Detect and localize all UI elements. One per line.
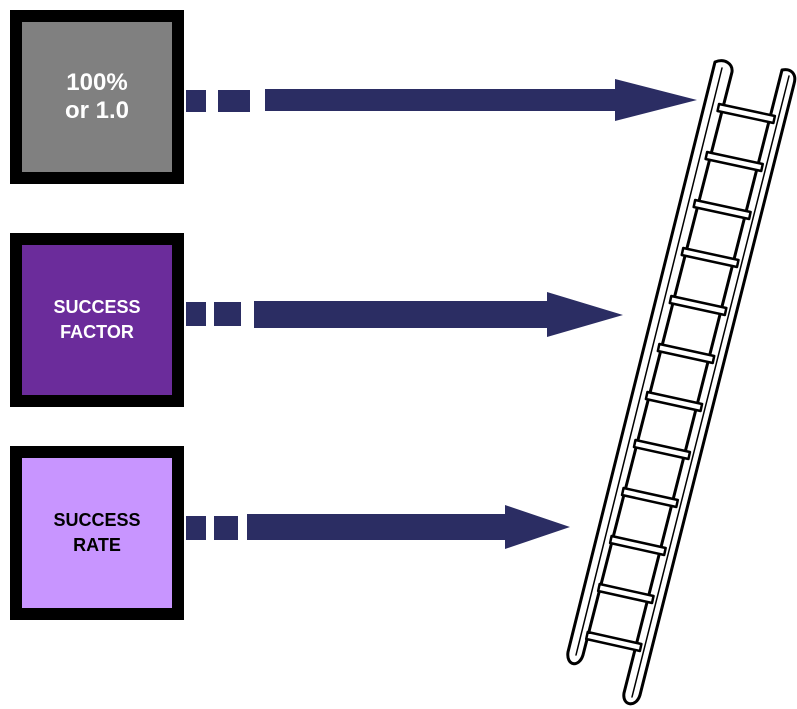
box-success-rate: SUCCESS RATE bbox=[10, 446, 184, 620]
ladder-left-rail-inner bbox=[575, 67, 723, 656]
ladder-right-rail bbox=[622, 68, 797, 706]
ladder-rung bbox=[656, 342, 716, 365]
box-success-factor-label: SUCCESS FACTOR bbox=[53, 297, 141, 342]
arrow-top-icon bbox=[186, 79, 697, 121]
ladder-rung bbox=[680, 246, 740, 269]
ladder-left-rail bbox=[566, 59, 734, 666]
ladder-right-rail-inner bbox=[631, 75, 790, 698]
ladder-rung bbox=[644, 390, 704, 413]
arrow-bottom-icon bbox=[186, 505, 570, 549]
ladder-rung bbox=[620, 486, 680, 509]
arrow-middle-icon bbox=[186, 292, 623, 337]
ladder-rung bbox=[668, 294, 728, 317]
ladder-rung bbox=[716, 102, 777, 125]
ladder-rung bbox=[704, 150, 765, 173]
ladder-rung bbox=[584, 630, 643, 653]
box-success-rate-label: SUCCESS RATE bbox=[53, 510, 141, 555]
box-100-percent: 100% or 1.0 bbox=[10, 10, 184, 184]
ladder-icon bbox=[566, 59, 797, 706]
ladder-rung bbox=[632, 438, 692, 461]
box-success-factor: SUCCESS FACTOR bbox=[10, 233, 184, 407]
box-100-percent-label: 100% or 1.0 bbox=[64, 69, 130, 124]
ladder-rung bbox=[692, 198, 752, 221]
ladder-rungs bbox=[584, 102, 777, 653]
ladder-rung bbox=[596, 582, 655, 605]
ladder-rung bbox=[608, 534, 667, 557]
